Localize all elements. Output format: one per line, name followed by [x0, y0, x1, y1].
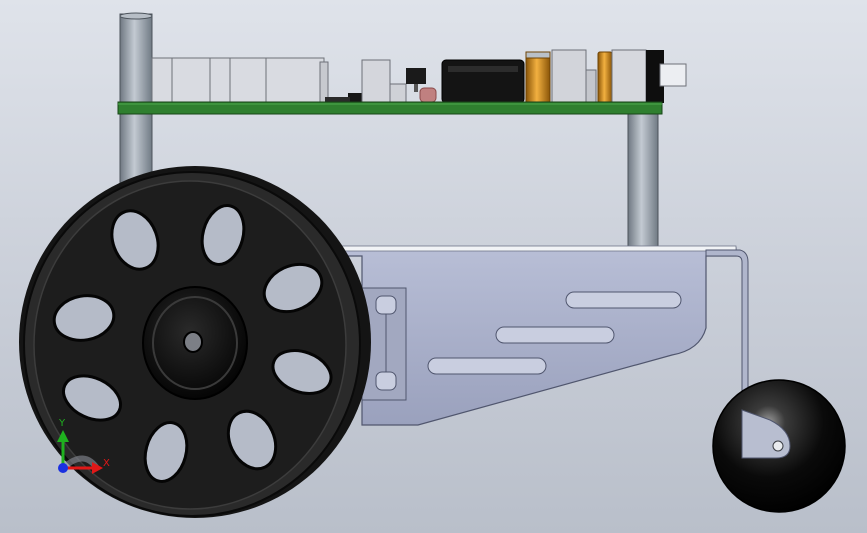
- axis-triad: Y X: [57, 418, 110, 474]
- z-axis-dot: [58, 463, 68, 473]
- header-block: [151, 57, 329, 104]
- capacitor-2: [597, 51, 613, 104]
- standoff-right: [627, 113, 659, 255]
- regulator-block: [441, 59, 525, 104]
- dc-jack: [611, 49, 687, 104]
- capacitor-1: [525, 51, 551, 104]
- pcb-board: [117, 101, 663, 115]
- transistor: [406, 68, 426, 92]
- drive-wheel: [19, 166, 371, 518]
- switch-block: [361, 59, 407, 104]
- caster-ball: [712, 379, 846, 513]
- connector-block: [551, 49, 597, 104]
- chassis-slot-2: [495, 326, 615, 344]
- pcb-components: [151, 49, 687, 104]
- chassis-slot-3: [427, 357, 547, 375]
- led: [419, 87, 437, 103]
- x-axis-label: X: [103, 458, 110, 469]
- chassis-slot-1: [565, 291, 682, 309]
- wheel-holes: [52, 204, 333, 483]
- y-axis-label: Y: [58, 418, 66, 429]
